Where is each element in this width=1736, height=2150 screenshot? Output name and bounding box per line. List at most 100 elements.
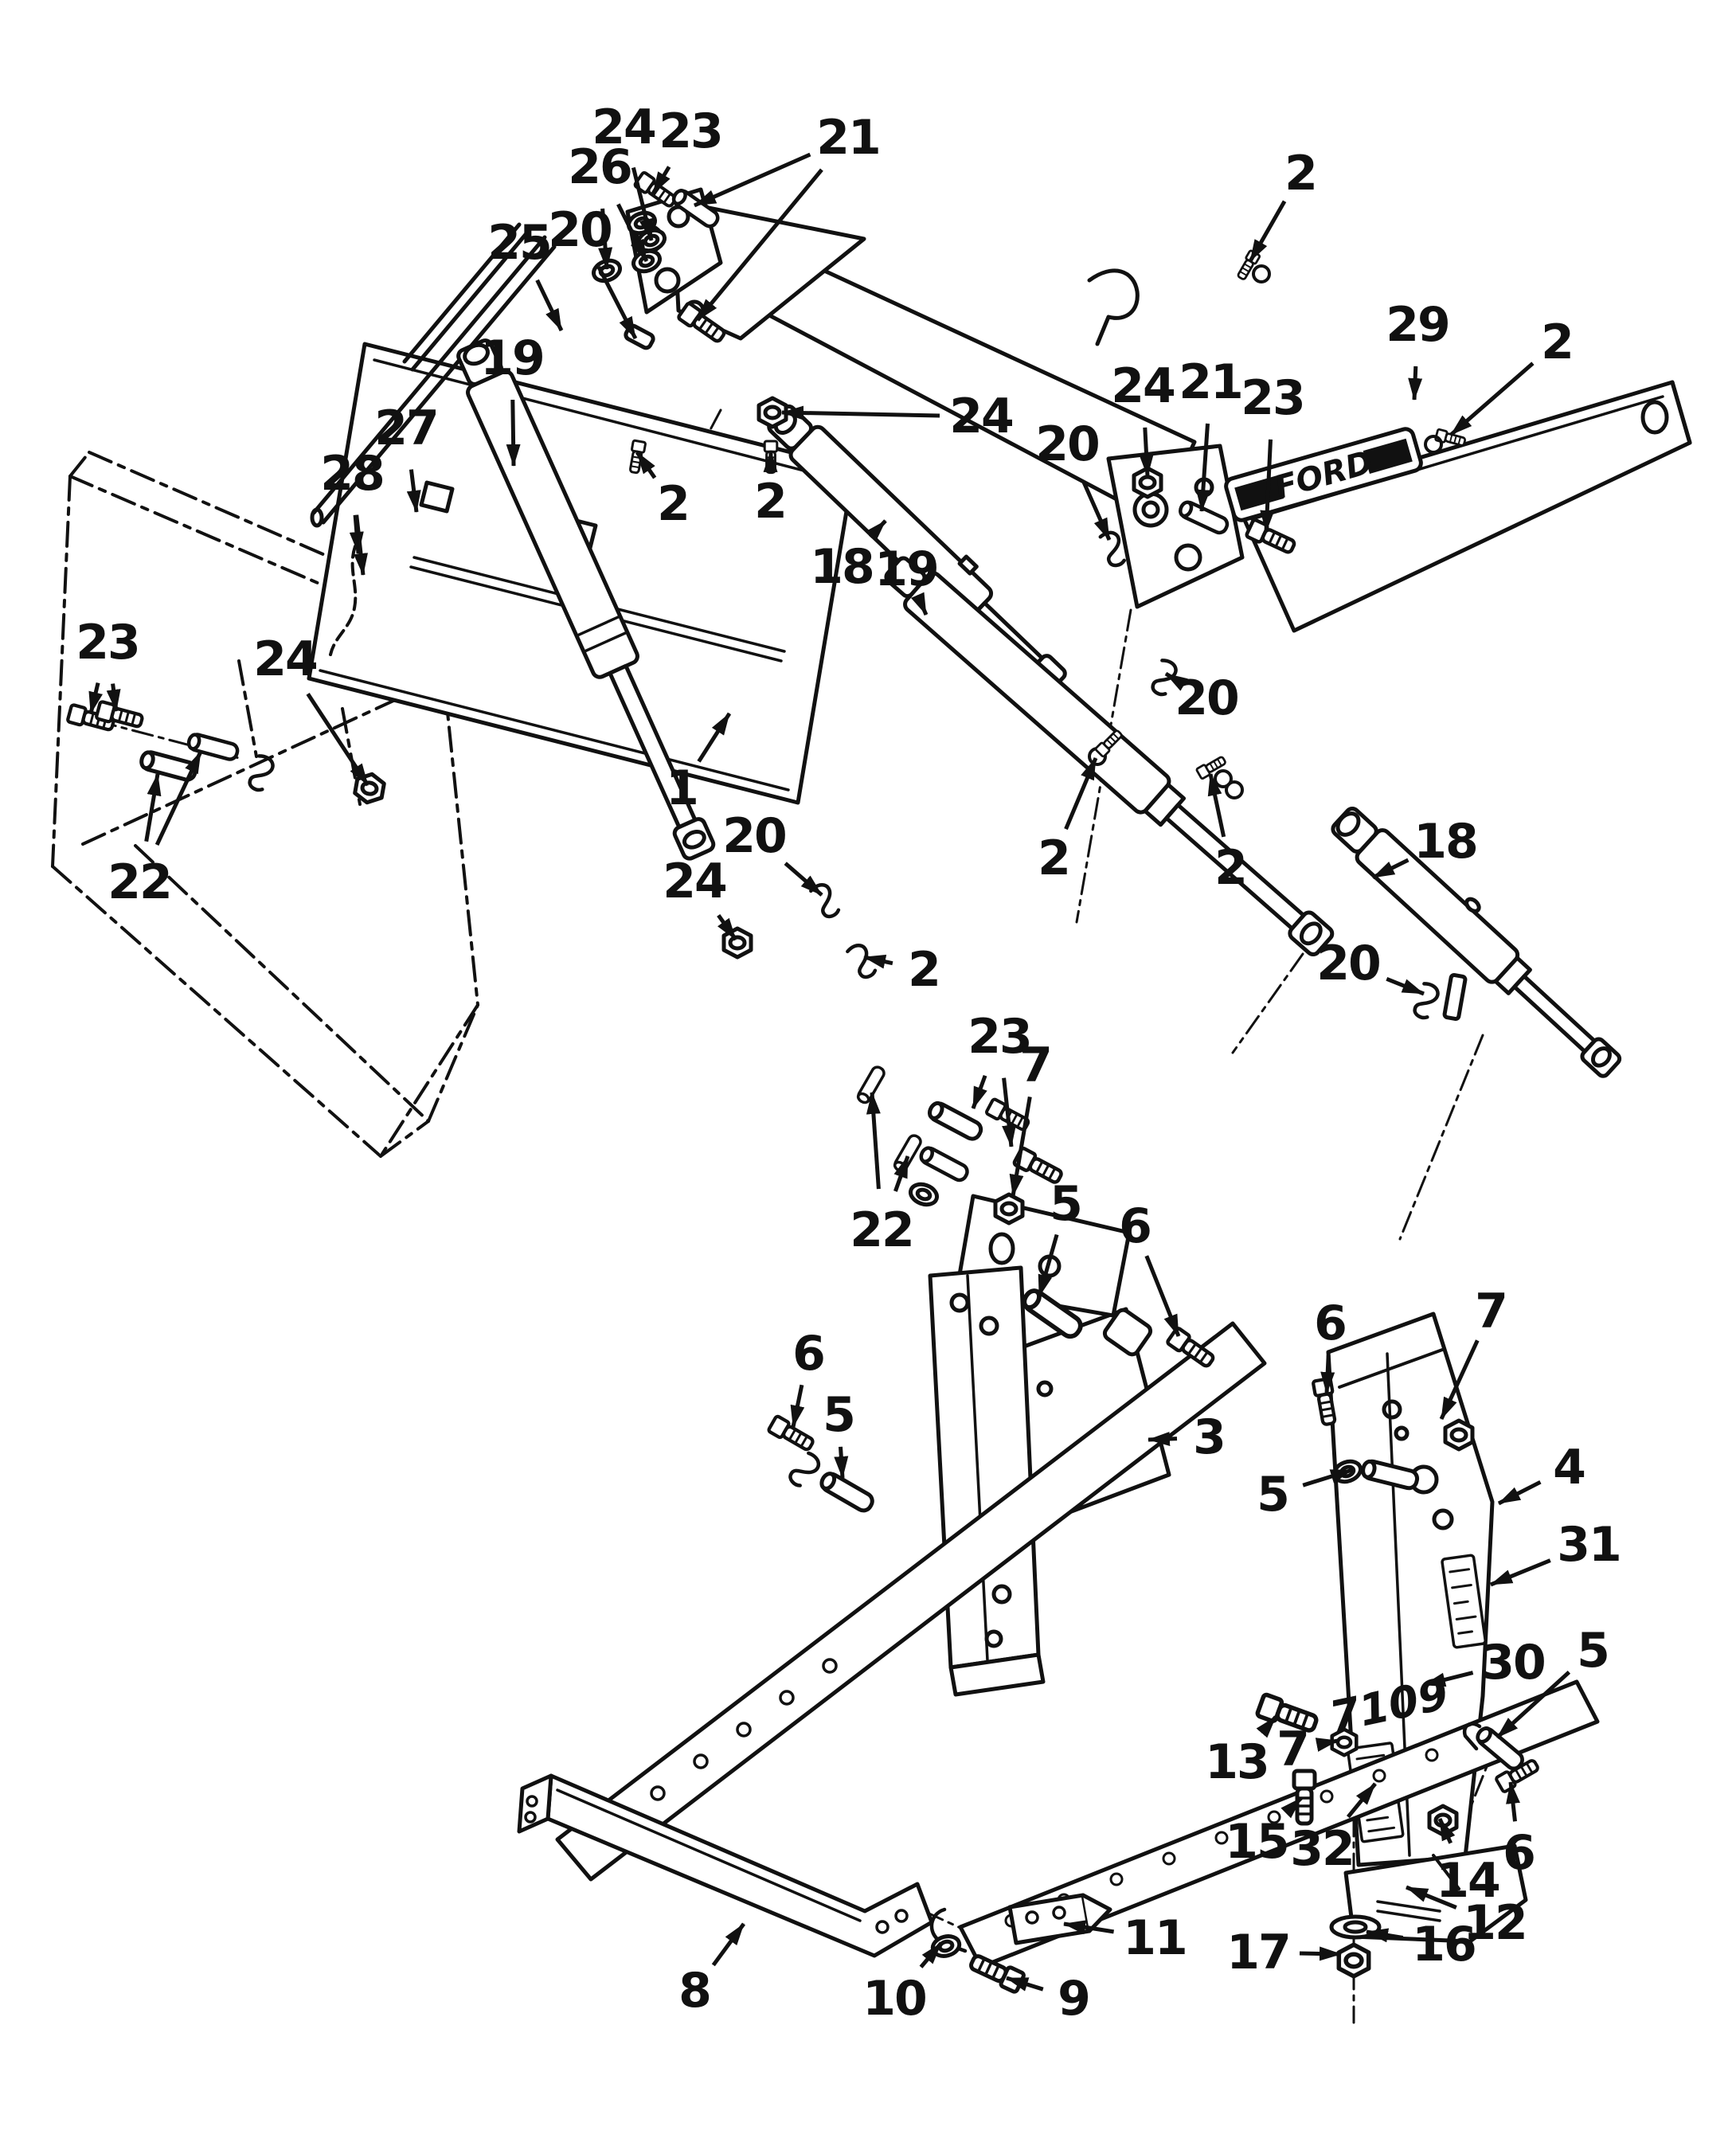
callout-12-54: 12 [1463, 1895, 1527, 1951]
callout-24-12: 24 [1111, 358, 1175, 414]
leader-line-5-47 [1496, 1671, 1571, 1739]
leader-line-2-27 [863, 954, 893, 969]
callout-16-55: 16 [1412, 1917, 1476, 1972]
leader-line-15-50 [1280, 1796, 1303, 1819]
callout-20-25: 20 [722, 808, 787, 864]
callout-20-5: 20 [548, 202, 612, 258]
callout-15-50: 15 [1225, 1814, 1289, 1870]
leader-line-18-19 [865, 519, 887, 541]
callout-7-43: 7 [1475, 1284, 1508, 1339]
leader-line-12-54 [1406, 1885, 1457, 1910]
leader-line-6-38 [790, 1384, 805, 1428]
leader-line-2-18 [635, 451, 657, 479]
callout-2-27: 2 [908, 942, 941, 998]
leader-line-1-24 [697, 712, 732, 763]
leader-line-16-55 [1366, 1928, 1404, 1943]
leader-line-27-7 [406, 469, 421, 513]
callout-17-56: 17 [1226, 1925, 1291, 1980]
leader-line-22-23 [154, 750, 203, 846]
leader-line-25-4 [535, 279, 564, 332]
leader-line-3-40 [1148, 1431, 1178, 1446]
callout-2-30: 2 [1038, 831, 1071, 886]
callout-23-1: 23 [659, 104, 723, 159]
leader-line-5-36 [1037, 1233, 1059, 1297]
callout-23-14: 23 [1241, 370, 1305, 426]
callout-23-28: 23 [968, 1009, 1032, 1065]
leader-line-24-21 [306, 693, 370, 787]
leader-line-11-60 [1063, 1920, 1114, 1935]
frame-rail-right [929, 1679, 1600, 1969]
leader-line-20-25 [784, 862, 823, 897]
callout-13-48: 13 [1205, 1734, 1269, 1790]
callout-5-36: 5 [1050, 1176, 1083, 1232]
callout-27-7: 27 [374, 401, 439, 456]
callout-9-59: 9 [1058, 1971, 1091, 2027]
callout-2-11: 2 [1541, 315, 1574, 370]
leader-line-26-3 [598, 208, 613, 270]
callout-23-22: 23 [76, 615, 140, 670]
callout-30-46: 30 [1481, 1635, 1546, 1691]
callout-6-41: 6 [1314, 1296, 1347, 1351]
leader-line-23-1 [651, 166, 671, 195]
callout-3-40: 3 [1193, 1409, 1226, 1465]
callout-32-51: 32 [1290, 1821, 1355, 1877]
leader-line-30-46 [1423, 1671, 1474, 1687]
leader-line-23-28 [971, 1074, 987, 1109]
callout-18-19: 18 [810, 539, 874, 595]
callout-1-24: 1 [666, 760, 699, 816]
callout-11-60: 11 [1123, 1910, 1187, 1966]
callout-20-15: 20 [1035, 416, 1100, 472]
leader-line-10-58 [919, 1941, 943, 1968]
leader-line-19-6 [506, 399, 521, 467]
leader-line-2-9 [1248, 200, 1287, 263]
stabilizer-cylinder-right [1331, 806, 1622, 1078]
leader-line-13-48 [1256, 1715, 1277, 1738]
leader-line-20-5 [596, 266, 638, 340]
cross-frame [517, 1773, 934, 1958]
leader-line-2-30 [1064, 757, 1098, 831]
callout-7-49: 7 [1277, 1722, 1310, 1777]
callout-20-32: 20 [1175, 670, 1239, 726]
callout-29-10: 29 [1386, 297, 1450, 353]
leader-line-21-2 [693, 152, 811, 208]
leader-line-26-3 [616, 203, 649, 263]
callout-31-45: 31 [1557, 1517, 1621, 1573]
callout-8-57: 8 [678, 1963, 712, 2019]
callout-6-37: 6 [1119, 1198, 1152, 1254]
leader-line-20-15 [1081, 481, 1112, 541]
leader-line-24-0 [631, 166, 654, 241]
callout-10-58: 10 [862, 1971, 927, 2027]
callout-24-0: 24 [592, 100, 656, 155]
safety-decal [1441, 1554, 1487, 1649]
leader-line-24-16 [781, 405, 940, 420]
callout-22-29: 22 [850, 1202, 914, 1258]
callout-28-8: 28 [320, 446, 385, 502]
torque-tube [310, 222, 655, 656]
leader-line-18-31 [1371, 858, 1410, 880]
leader-line-6-53 [1506, 1781, 1520, 1822]
callout-7-35: 7 [1019, 1038, 1053, 1093]
leader-line-24-26 [717, 913, 738, 941]
leader-line-32-51 [1346, 1782, 1377, 1819]
leader-line-22-23 [144, 773, 162, 842]
callout-5-47: 5 [1577, 1623, 1610, 1679]
leader-line-28-8 [354, 514, 368, 576]
leader-line-23-14 [1260, 439, 1275, 533]
leader-line-14-52 [1437, 1817, 1456, 1844]
leader-line-5-39 [834, 1446, 849, 1479]
callout-4-44: 4 [1553, 1440, 1586, 1495]
hardware [68, 172, 1541, 1993]
leader-line-22-29 [866, 1092, 881, 1190]
leader-line-24-12 [1139, 427, 1154, 477]
callout-19-6: 19 [480, 330, 545, 386]
leader-line-17-56 [1299, 1946, 1342, 1961]
leader-line-6-41 [1320, 1354, 1335, 1394]
callout-2-9: 2 [1284, 146, 1318, 201]
callout-20-34: 20 [1316, 936, 1381, 991]
callout-24-21: 24 [253, 631, 318, 687]
leader-line-31-45 [1490, 1558, 1551, 1587]
callout-24-16: 24 [949, 389, 1014, 444]
